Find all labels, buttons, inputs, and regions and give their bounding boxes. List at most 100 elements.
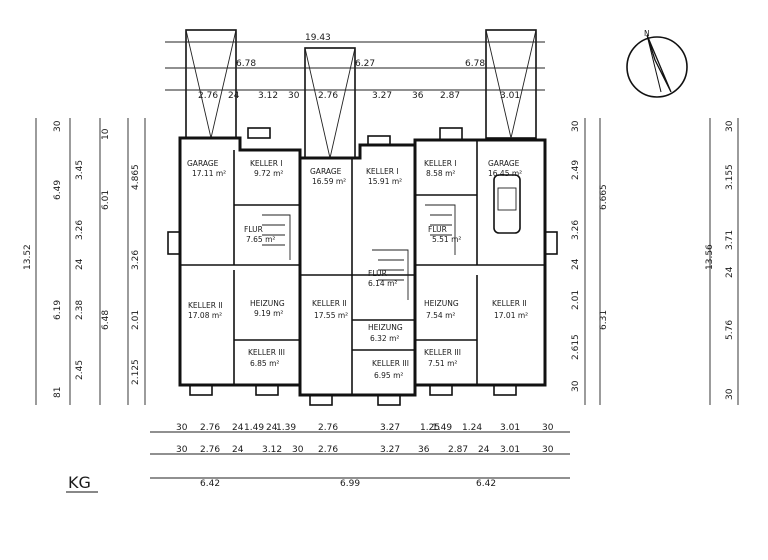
dim-right-col3: 3.155 [725, 164, 735, 190]
room-area: 9.72 m² [254, 169, 283, 178]
room-area: 7.51 m² [428, 359, 457, 368]
dim-left-col2: 6.19 [53, 300, 63, 320]
dim-right-col3: 30 [725, 388, 735, 400]
dim-left-col3: 3.45 [75, 160, 85, 180]
north-label: N [644, 29, 650, 38]
dim-top-row: 24 [228, 91, 240, 101]
floor-label: KG [68, 473, 91, 492]
dim-right-col2: 6.31 [599, 310, 609, 330]
dim-left-col5: 2.01 [131, 310, 141, 330]
room-name: FLUR [368, 269, 387, 278]
room-name: GARAGE [310, 167, 342, 176]
dim-bottom-row1: 1.24 [462, 423, 482, 433]
dim-right-col1: 2.01 [571, 290, 581, 310]
room-area: 5.51 m² [432, 235, 461, 244]
room-name: KELLER II [312, 299, 347, 308]
room-name: KELLER III [248, 348, 285, 357]
dim-top-ramp: 6.78 [236, 59, 256, 69]
dim-bottom-row2: 30 [292, 445, 304, 455]
dim-top-ramp: 6.78 [465, 59, 485, 69]
dim-right-col3: 3.71 [725, 230, 735, 250]
dim-left-col2: 30 [53, 120, 63, 132]
dim-bottom-row1: 1.25 [420, 423, 440, 433]
dim-top-row: 2.76 [318, 91, 338, 101]
north-arrow-icon: N [626, 29, 688, 98]
room-area: 17.55 m² [314, 311, 348, 320]
room-labels: GARAGE 17.11 m² KELLER I 9.72 m² FLUR 7.… [187, 159, 528, 380]
room-area: 6.95 m² [374, 371, 403, 380]
room-name: FLUR [428, 225, 447, 234]
dim-bottom-row3: 6.99 [340, 479, 360, 489]
dim-bottom-row3: 6.42 [476, 479, 496, 489]
dim-left-col3: 3.26 [75, 220, 85, 240]
dim-right-col1: 30 [571, 380, 581, 392]
car-icon [493, 174, 521, 234]
room-name: KELLER III [372, 359, 409, 368]
room-area: 6.14 m² [368, 279, 397, 288]
room-area: 9.19 m² [254, 309, 283, 318]
dim-right-outer: 13.56 [705, 244, 715, 270]
dim-bottom-row1: 3.27 [380, 423, 400, 433]
dim-top-row: 30 [288, 91, 300, 101]
dim-top-ramp: 6.27 [355, 59, 375, 69]
dim-left-col3: 2.38 [75, 300, 85, 320]
dim-bottom-row1: 1.39 [276, 423, 296, 433]
dim-bottom-row1: 2.76 [318, 423, 338, 433]
dim-bottom-row1: 3.01 [500, 423, 520, 433]
dim-bottom-row1: 1.49 [432, 423, 452, 433]
dim-right-col1: 24 [571, 258, 581, 270]
dim-bottom-row1: 30 [176, 423, 188, 433]
room-name: KELLER III [424, 348, 461, 357]
dim-top-row: 2.87 [440, 91, 460, 101]
dim-bottom-row1: 1.49 [244, 423, 264, 433]
dim-top-row: 2.76 [198, 91, 218, 101]
room-area: 16.45 m² [488, 169, 522, 178]
dim-bottom-row1: 24 [232, 423, 244, 433]
room-area: 7.65 m² [246, 235, 275, 244]
dim-right-col1: 2.49 [571, 160, 581, 180]
room-area: 6.85 m² [250, 359, 279, 368]
room-name: HEIZUNG [424, 299, 459, 308]
dim-bottom-row2: 2.76 [318, 445, 338, 455]
dim-left-outer: 13.52 [23, 244, 33, 270]
dim-bottom-row2: 2.76 [200, 445, 220, 455]
dim-left-col4: 10 [101, 128, 111, 140]
dim-top-overall: 19.43 [305, 33, 331, 43]
dim-bottom-row2: 3.12 [262, 445, 282, 455]
dim-bottom-row2: 2.87 [448, 445, 468, 455]
dim-right-col1: 3.26 [571, 220, 581, 240]
dim-top-row: 3.27 [372, 91, 392, 101]
room-name: KELLER I [424, 159, 457, 168]
room-area: 7.54 m² [426, 311, 455, 320]
room-area: 16.59 m² [312, 177, 346, 186]
dim-bottom-row2: 24 [478, 445, 490, 455]
room-name: FLUR [244, 225, 263, 234]
dim-bottom-row2: 30 [542, 445, 554, 455]
dim-bottom-row2: 30 [176, 445, 188, 455]
dim-right-col3: 30 [725, 120, 735, 132]
dimension-lines [35, 41, 739, 479]
room-name: KELLER I [366, 167, 399, 176]
room-name: KELLER II [492, 299, 527, 308]
dim-left-col3: 2.45 [75, 360, 85, 380]
room-area: 8.58 m² [426, 169, 455, 178]
room-name: HEIZUNG [250, 299, 285, 308]
dim-left-col5: 3.26 [131, 250, 141, 270]
dim-bottom-row3: 6.42 [200, 479, 220, 489]
dim-left-col4: 6.48 [101, 310, 111, 330]
room-name: KELLER II [188, 301, 223, 310]
dim-left-col2: 81 [53, 387, 63, 398]
dim-top-row: 36 [412, 91, 424, 101]
room-name: KELLER I [250, 159, 283, 168]
dim-right-col3: 5.76 [725, 320, 735, 340]
dim-bottom-row2: 3.01 [500, 445, 520, 455]
building-walls [167, 127, 558, 406]
room-area: 17.08 m² [188, 311, 222, 320]
room-area: 15.91 m² [368, 177, 402, 186]
room-name: GARAGE [187, 159, 219, 168]
room-area: 17.11 m² [192, 169, 226, 178]
room-name: HEIZUNG [368, 323, 403, 332]
dim-left-col4: 6.01 [101, 190, 111, 210]
dim-bottom-row2: 3.27 [380, 445, 400, 455]
